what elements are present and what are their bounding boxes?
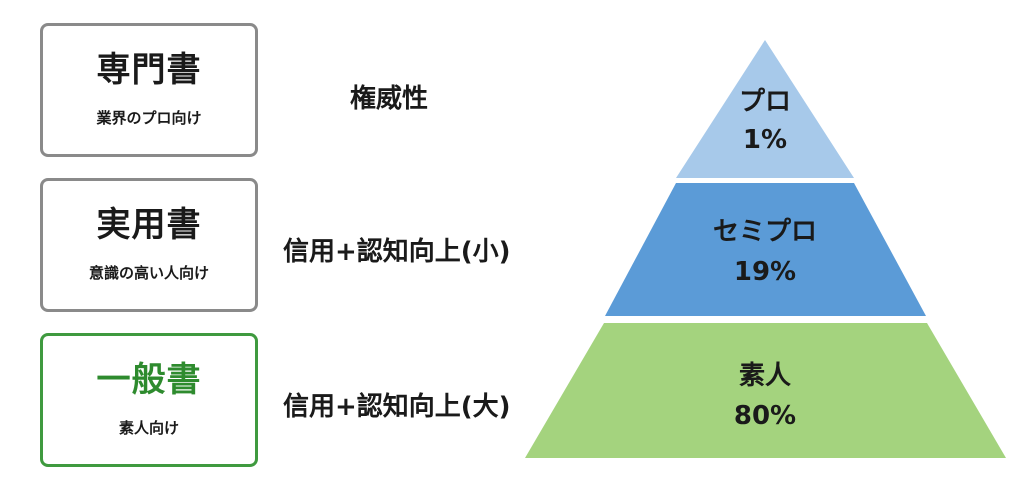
card-title: 専門書 xyxy=(96,49,202,90)
pyramid-tier-amateur xyxy=(525,323,1006,458)
pyramid-tier-semipro xyxy=(605,183,926,316)
card-practical-books: 実用書 意識の高い人向け xyxy=(40,178,258,312)
card-general-books: 一般書 素人向け xyxy=(40,333,258,467)
tier-label-semipro: セミプロ xyxy=(713,217,817,247)
tier-value-amateur: 80% xyxy=(734,401,796,431)
tier-label-pro: プロ xyxy=(739,87,791,117)
card-title: 実用書 xyxy=(96,204,202,245)
card-subtitle: 業界のプロ向け xyxy=(96,108,202,127)
tier-value-pro: 1% xyxy=(743,125,787,155)
label-authority: 権威性 xyxy=(350,84,429,114)
tier-value-semipro: 19% xyxy=(734,257,796,287)
pyramid-tier-pro xyxy=(676,40,854,178)
card-subtitle: 意識の高い人向け xyxy=(88,263,209,282)
tier-label-amateur: 素人 xyxy=(739,361,791,391)
label-trust-small: 信用+認知向上(小) xyxy=(283,237,511,267)
card-title: 一般書 xyxy=(96,359,202,400)
label-trust-large: 信用+認知向上(大) xyxy=(283,392,511,422)
card-specialist-books: 専門書 業界のプロ向け xyxy=(40,23,258,157)
card-subtitle: 素人向け xyxy=(118,418,179,437)
